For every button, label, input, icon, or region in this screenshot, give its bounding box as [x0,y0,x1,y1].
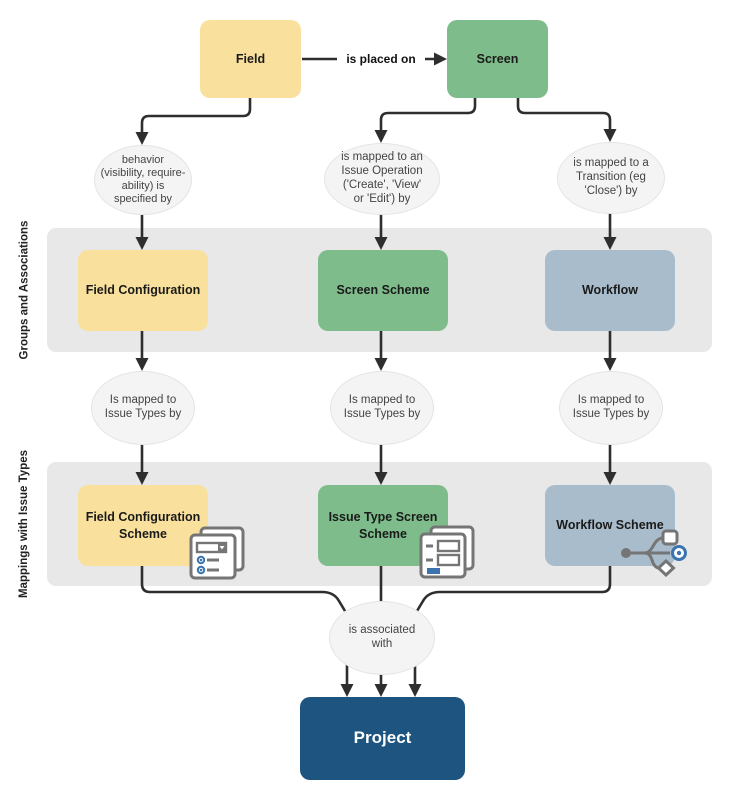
ellipse-fieldconfig-issue-types: Is mapped to Issue Types by [91,371,195,445]
arrowhead-workflow-mapping [603,358,617,371]
node-screen-scheme: Screen Scheme [318,250,448,331]
arrowhead-transition-workflow [603,237,617,250]
edge-fieldconfigscheme-associated [140,566,347,612]
edge-field-behavior [140,98,252,133]
arrowhead-mapping-fieldconfigscheme [135,472,149,485]
ellipse-behavior-specified-by: behavior (visibility, require- ability) … [94,145,192,215]
edge-label-is-placed-on: is placed on [337,48,425,70]
arrowhead-associated-project-right [408,684,422,697]
edge-screen-operation [379,98,477,131]
ellipse-transition: is mapped to a Transition (eg 'Close') b… [557,142,665,214]
node-field: Field [200,20,301,98]
node-field-configuration-scheme: Field Configuration Scheme [78,485,208,566]
arrowhead-screen-operation [374,130,388,143]
arrowhead-associated-project-left [340,684,354,697]
arrowhead-screen-transition [603,129,617,142]
node-workflow: Workflow [545,250,675,331]
arrowhead-associated-project-mid [374,684,388,697]
node-workflow-scheme: Workflow Scheme [545,485,675,566]
arrowhead-mapping-issuetypescreenscheme [374,472,388,485]
issue-type-screen-scheme-icon [419,525,475,579]
arrowhead-fieldconfig-mapping [135,358,149,371]
edge-screen-transition [516,98,612,130]
ellipse-issue-operation: is mapped to an Issue Operation ('Create… [324,143,440,215]
node-screen: Screen [447,20,548,98]
arrowhead-behavior-fieldconfig [135,237,149,250]
band-label-groups-and-associations: Groups and Associations [18,220,31,360]
ellipse-screenscheme-issue-types: Is mapped to Issue Types by [330,371,434,445]
ellipse-is-associated-with: is associated with [329,601,435,675]
arrowhead-field-screen [434,52,447,66]
ellipse-workflow-issue-types: Is mapped to Issue Types by [559,371,663,445]
workflow-scheme-icon [621,529,687,577]
node-field-configuration: Field Configuration [78,250,208,331]
node-project: Project [300,697,465,780]
arrowhead-operation-screenscheme [374,237,388,250]
edge-workflowscheme-associated [415,566,612,612]
arrowhead-field-behavior [135,132,149,145]
field-configuration-scheme-icon [189,526,245,580]
arrowhead-screenscheme-mapping [374,358,388,371]
band-label-mappings-with-issue-types: Mappings with Issue Types [18,449,31,599]
arrowhead-mapping-workflowscheme [603,472,617,485]
